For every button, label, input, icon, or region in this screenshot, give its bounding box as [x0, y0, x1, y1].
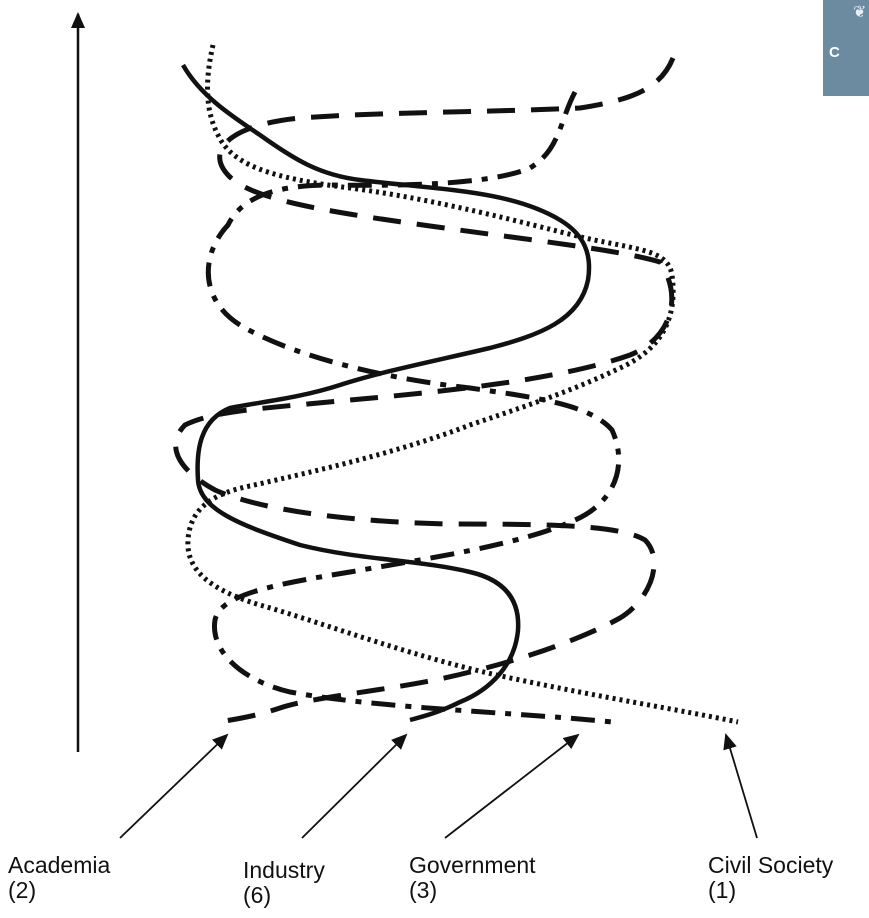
logo-badge: ❦ C — [823, 0, 869, 96]
government-label: Government(3) — [409, 853, 536, 903]
government-strand — [205, 90, 622, 725]
government-pointer-arrow — [444, 733, 580, 839]
civil-society-name: Civil Society — [708, 852, 834, 878]
crest-icon: ❦ — [853, 4, 867, 21]
civil-society-pointer-arrow — [723, 733, 758, 839]
logo-badge-text: C — [829, 44, 840, 61]
civil-society-strand — [185, 44, 739, 725]
government-count: (3) — [409, 877, 438, 903]
government-name: Government — [409, 852, 536, 878]
academia-label: Academia(2) — [8, 853, 110, 903]
industry-label: Industry(6) — [243, 858, 325, 908]
academia-pointer-arrow — [119, 733, 229, 839]
industry-pointer-arrow — [301, 733, 408, 839]
industry-count: (6) — [243, 882, 272, 908]
academia-strand — [173, 57, 676, 725]
civil-society-label: Civil Society(1) — [708, 853, 833, 903]
academia-name: Academia — [8, 852, 111, 878]
civil-society-count: (1) — [708, 877, 737, 903]
academia-count: (2) — [8, 877, 37, 903]
industry-strand — [181, 63, 592, 723]
industry-name: Industry — [243, 857, 325, 883]
